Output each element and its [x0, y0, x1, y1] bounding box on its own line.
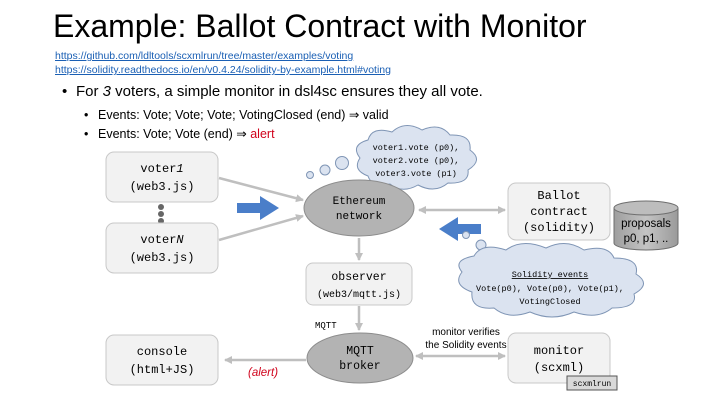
cloud-vote-line-2: voter2.vote (p0), [373, 156, 460, 166]
votes-cloud-bubbles [306, 156, 349, 179]
cloud-vote-line-3: voter3.vote (p1) [375, 169, 457, 179]
proposals-label-1: proposals [621, 218, 671, 230]
events-cloud-line-1: Vote(p0), Vote(p0), Vote(p1), [476, 284, 624, 294]
proposals-label-2: p0, p1, .. [624, 233, 669, 245]
events-cloud-title: Solidity events [512, 270, 589, 280]
bullet-main-em: 3 [102, 83, 112, 100]
observer-node: observer (web3/mqtt.js) [305, 262, 413, 306]
monitor-node: monitor (scxml) [507, 332, 611, 384]
solidity-docs-link[interactable]: https://solidity.readthedocs.io/en/v0.4.… [55, 64, 391, 76]
ethereum-label-2: network [336, 211, 383, 223]
observer-label-1: observer [331, 271, 386, 284]
bullet-sub-valid-text: Events: Vote; Vote; Vote; VotingClosed (… [98, 108, 389, 122]
mqtt-broker-node: MQTT broker [306, 332, 414, 384]
console-label-2: (html+JS) [130, 363, 195, 377]
slide-title: Example: Ballot Contract with Monitor [53, 8, 587, 44]
bullet-sub-alert: • Events: Vote; Vote (end) ⇒ alert [84, 126, 275, 141]
broker-label-1: MQTT [346, 345, 374, 358]
voter1-label: voter1 [140, 162, 183, 176]
voter1-sub: (web3.js) [130, 180, 195, 194]
ethereum-network-node: Ethereum network [303, 179, 415, 237]
alert-word: alert [250, 127, 275, 141]
console-label-1: console [137, 345, 187, 359]
scxmlrun-tag-label: scxmlrun [573, 380, 612, 389]
voterN-node: voterN (web3.js) [105, 222, 219, 274]
ballot-contract-node: Ballot contract (solidity) [507, 182, 611, 241]
console-node: console (html+JS) [105, 334, 219, 386]
arrow-voterN-ethereum [218, 214, 304, 242]
bullet-dot: • [62, 83, 68, 100]
scxmlrun-tag: scxmlrun [566, 375, 618, 391]
bullet-dot: • [84, 127, 89, 141]
voter1-node: voter1 (web3.js) [105, 151, 219, 203]
broker-label-2: broker [339, 360, 380, 373]
voterN-sub: (web3.js) [130, 251, 195, 265]
voter-ellipsis [158, 204, 164, 224]
bullet-dot: • [84, 108, 89, 122]
blue-arrow-right [237, 196, 279, 220]
arrow-voter1-ethereum [218, 176, 304, 203]
bullet-main-pre: For [76, 83, 103, 100]
github-link[interactable]: https://github.com/ldltools/scxmlrun/tre… [55, 50, 354, 62]
votes-cloud: voter1.vote (p0), voter2.vote (p0), vote… [355, 125, 477, 190]
connection-arrows [218, 176, 506, 364]
monitor-label-1: monitor [534, 344, 584, 358]
proposals-database: proposals p0, p1, .. [613, 200, 679, 251]
ballot-label-2: contract [530, 205, 588, 219]
ethereum-label-1: Ethereum [333, 196, 386, 208]
verify-note-1: monitor verifies [432, 327, 500, 338]
voterN-label: voterN [140, 233, 184, 247]
ballot-label-3: (solidity) [523, 221, 595, 235]
events-cloud-line-2: VotingClosed [519, 297, 580, 307]
observer-label-2: (web3/mqtt.js) [317, 289, 401, 301]
alert-edge-label: (alert) [248, 367, 278, 379]
monitor-label-2: (scxml) [534, 361, 584, 375]
bullet-main-post: voters, a simple monitor in dsl4sc ensur… [111, 83, 483, 100]
bullet-main: • For 3 voters, a simple monitor in dsl4s… [62, 83, 483, 100]
cloud-vote-line-1: voter1.vote (p0), [373, 143, 460, 153]
bullet-sub-valid: • Events: Vote; Vote; Vote; VotingClosed … [84, 107, 389, 122]
bullet-sub-alert-text: Events: Vote; Vote (end) ⇒ [98, 127, 251, 141]
solidity-events-cloud: Solidity events Vote(p0), Vote(p0), Vote… [458, 243, 644, 318]
verify-note-2: the Solidity events [425, 340, 506, 351]
ballot-label-1: Ballot [537, 189, 580, 203]
mqtt-edge-label: MQTT [315, 321, 337, 331]
blue-arrow-left [439, 217, 481, 241]
